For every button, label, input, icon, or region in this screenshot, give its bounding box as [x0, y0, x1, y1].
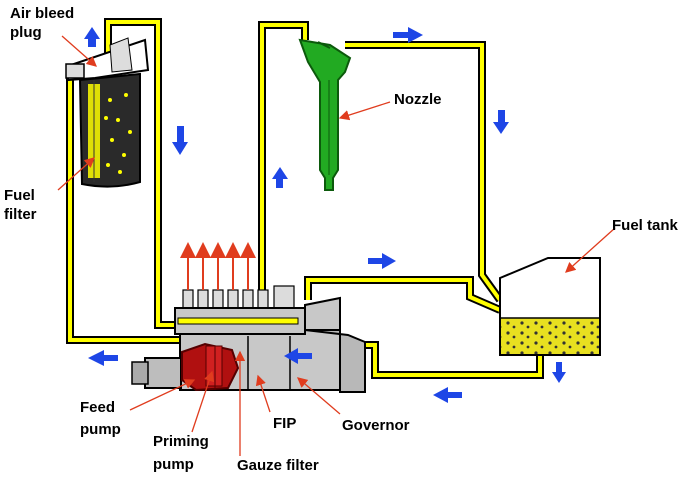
label-fip: FIP — [273, 415, 296, 432]
label-pointers — [57, 35, 616, 456]
fuel-lines — [66, 18, 544, 379]
pointer-air-bleed-plug — [61, 35, 97, 67]
flow-arrow-left — [433, 387, 462, 403]
label-gauze-filter: Gauze filter — [237, 457, 319, 474]
label-governor: Governor — [342, 417, 410, 434]
flow-arrow-up — [84, 27, 100, 47]
fuel-tank — [499, 257, 601, 356]
flow-arrow-right — [393, 27, 423, 43]
label-air-bleed-plug-line1: Air bleed — [10, 5, 74, 22]
flow-arrows — [84, 27, 566, 403]
label-air-bleed-plug-line2: plug — [10, 24, 42, 41]
nozzle-graphic — [298, 38, 352, 191]
label-priming-pump-line1: Priming — [153, 433, 209, 450]
pointer-fuel-tank — [565, 227, 616, 273]
flow-arrow-up — [272, 167, 288, 188]
label-fuel-tank: Fuel tank — [612, 217, 679, 234]
flow-arrow-down — [552, 362, 566, 383]
label-fuel-filter-line1: Fuel — [4, 187, 35, 204]
flow-arrow-down — [493, 110, 509, 134]
label-priming-pump-line2: pump — [153, 456, 194, 473]
label-feed-pump-line2: pump — [80, 421, 121, 438]
pointer-feed-pump — [129, 379, 196, 411]
flow-arrow-left — [284, 348, 312, 364]
flow-arrow-right — [368, 253, 396, 269]
label-feed-pump-line1: Feed — [80, 399, 115, 416]
injector-outputs — [180, 242, 256, 290]
pointer-fip — [255, 374, 271, 413]
pointer-fuel-filter — [57, 157, 95, 191]
fuel-filter — [65, 37, 150, 188]
pointer-nozzle — [338, 101, 391, 121]
pointer-governor — [297, 377, 341, 415]
pointer-priming-pump — [191, 370, 215, 433]
flow-arrow-down — [172, 126, 188, 155]
label-fuel-filter-line2: filter — [4, 206, 37, 223]
flow-arrow-left — [88, 350, 118, 366]
label-nozzle: Nozzle — [394, 91, 442, 108]
labels: Air bleed plug Fuel filter Nozzle Fuel t… — [4, 5, 679, 474]
